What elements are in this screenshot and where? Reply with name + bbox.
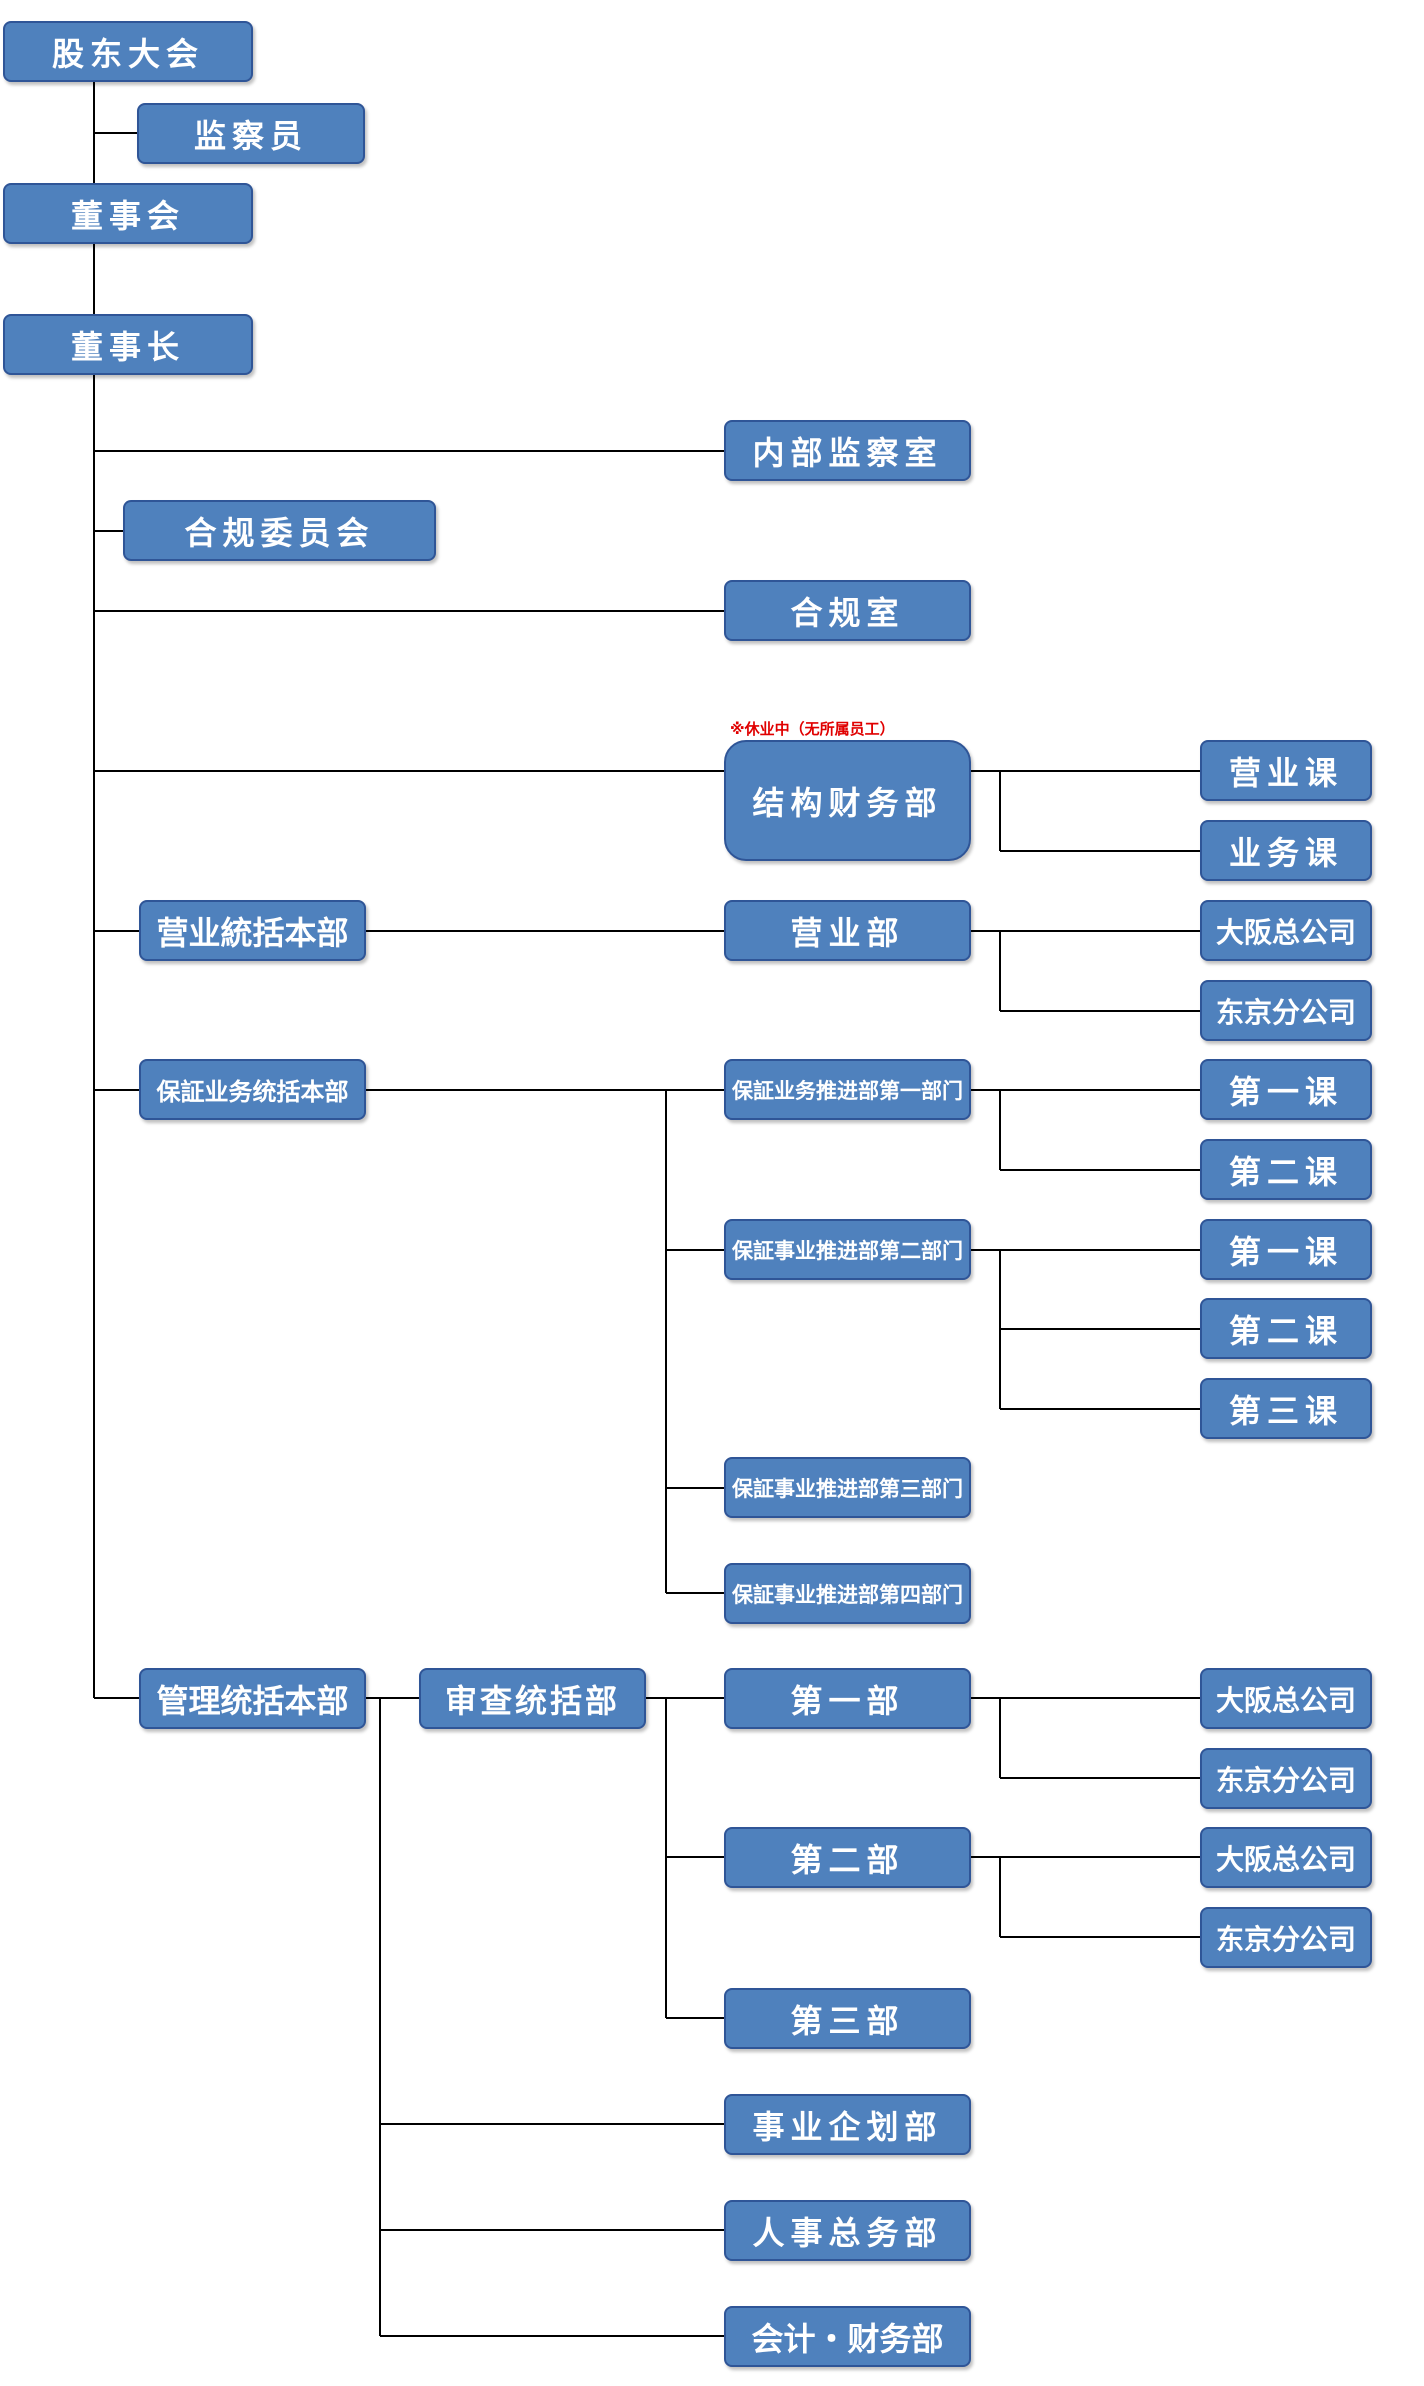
box-management-division: 管理统括本部 [139, 1668, 366, 1729]
box-internal-audit: 内部监察室 [724, 420, 971, 481]
box-sales-tokyo: 东京分公司 [1200, 980, 1372, 1041]
box-hr-general-affairs: 人事总务部 [724, 2200, 971, 2261]
box-board: 董事会 [3, 183, 253, 244]
box-chairman: 董事长 [3, 314, 253, 375]
box-sales-division: 营业統括本部 [139, 900, 366, 961]
box-accounting-finance: 会计・财务部 [724, 2306, 971, 2367]
box-sales-osaka: 大阪总公司 [1200, 900, 1372, 961]
box-sales-section: 营业课 [1200, 740, 1372, 801]
box-guarantee-dept2-section2: 第二课 [1200, 1298, 1372, 1359]
box-compliance-office: 合规室 [724, 580, 971, 641]
box-review-dept1-osaka: 大阪总公司 [1200, 1668, 1372, 1729]
box-guarantee-dept1: 保証业务推进部第一部门 [724, 1059, 971, 1120]
box-review-dept2-osaka: 大阪总公司 [1200, 1827, 1372, 1888]
box-shareholders-meeting: 股东大会 [3, 21, 253, 82]
box-business-section: 业务课 [1200, 820, 1372, 881]
box-compliance-committee: 合规委员会 [123, 500, 436, 561]
box-review-dept3: 第三部 [724, 1988, 971, 2049]
box-structured-finance: 结构财务部 [724, 740, 971, 861]
box-guarantee-dept2-section3: 第三课 [1200, 1378, 1372, 1439]
box-guarantee-dept1-section2: 第二课 [1200, 1139, 1372, 1200]
box-guarantee-division: 保証业务统括本部 [139, 1059, 366, 1120]
box-business-planning: 事业企划部 [724, 2094, 971, 2155]
box-review-dept1-tokyo: 东京分公司 [1200, 1748, 1372, 1809]
box-review-dept2: 第二部 [724, 1827, 971, 1888]
structured-finance-note: ※休业中（无所属员工） [730, 720, 895, 738]
box-guarantee-dept2: 保証事业推进部第二部门 [724, 1219, 971, 1280]
box-guarantee-dept2-section1: 第一课 [1200, 1219, 1372, 1280]
box-auditor: 监察员 [137, 103, 365, 164]
box-guarantee-dept4: 保証事业推进部第四部门 [724, 1563, 971, 1624]
box-review-dept: 审查统括部 [419, 1668, 646, 1729]
box-sales-dept: 营业部 [724, 900, 971, 961]
box-guarantee-dept1-section1: 第一课 [1200, 1059, 1372, 1120]
box-review-dept1: 第一部 [724, 1668, 971, 1729]
box-guarantee-dept3: 保証事业推进部第三部门 [724, 1457, 971, 1518]
box-review-dept2-tokyo: 东京分公司 [1200, 1907, 1372, 1968]
